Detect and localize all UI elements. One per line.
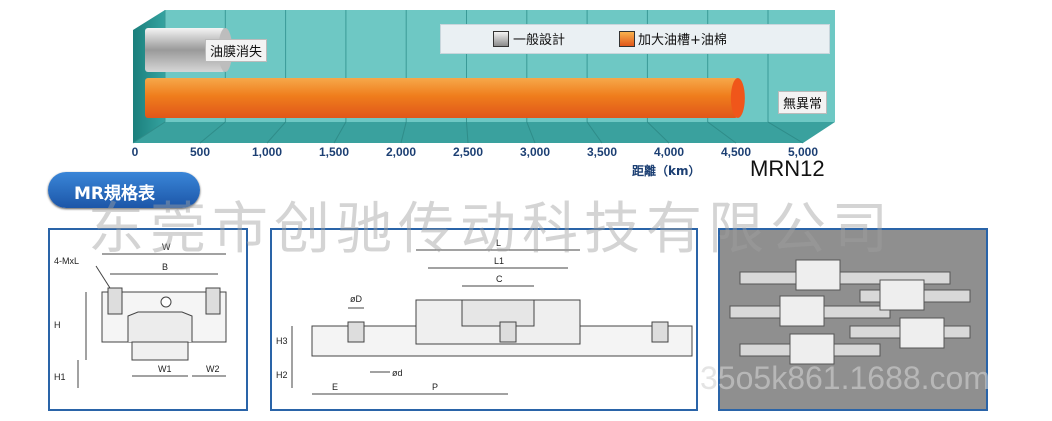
x-tick-label: 4,500: [720, 145, 752, 159]
grid-line-floor: [199, 121, 226, 144]
section-title-pill: MR規格表: [48, 172, 200, 208]
legend-label-enhanced: 加大油槽+油棉: [638, 33, 727, 48]
grid-line-floor: [586, 121, 603, 144]
x-tick-label: 1,000: [251, 145, 283, 159]
dim-B: B: [162, 262, 168, 272]
x-tick-label: 3,500: [586, 145, 618, 159]
legend-label-general: 一般設計: [513, 33, 566, 48]
chart-svg: [132, 10, 835, 144]
x-tick-label: 4,000: [653, 145, 685, 159]
annotation-oil-film-lost: 油膜消失: [205, 39, 268, 62]
side-view-drawing: L L1 C øD H3 H2 ød E P: [276, 238, 693, 395]
dim-W1: W1: [158, 364, 172, 374]
grid-line-floor: [526, 121, 536, 144]
x-tick-label: 5,000: [787, 145, 819, 159]
grid-line-floor: [767, 121, 804, 144]
x-axis-label: 距離（km）: [632, 164, 701, 178]
dim-4-MxL: 4-MxL: [54, 256, 79, 266]
dim-W2: W2: [206, 364, 220, 374]
grid-line-floor: [266, 121, 286, 144]
dim-oD: øD: [350, 294, 362, 304]
product-photo-panel: [718, 228, 988, 411]
x-tick-label: 2,000: [385, 145, 417, 159]
bar-1: [145, 78, 738, 118]
legend-swatch-general: [493, 31, 509, 47]
legend-swatch-enhanced: [619, 31, 635, 47]
product-photo: [720, 230, 986, 409]
x-tick-label: 0: [131, 145, 139, 159]
x-tick-label: 2,500: [452, 145, 484, 159]
front-view-drawing: W B 4-MxL H H1 W1 W2: [54, 242, 227, 388]
dim-C: C: [496, 274, 503, 284]
dim-H: H: [54, 320, 61, 330]
dim-H2: H2: [276, 370, 288, 380]
grid-line-floor: [707, 121, 737, 144]
dim-P: P: [432, 382, 438, 392]
annotation-no-abnormal: 無異常: [778, 91, 828, 114]
dim-od: ød: [392, 368, 403, 378]
front-view-panel: W B 4-MxL H H1 W1 W2: [48, 228, 248, 411]
dim-E: E: [332, 382, 338, 392]
x-tick-label: 1,500: [318, 145, 350, 159]
dim-H3: H3: [276, 336, 288, 346]
section-title: MR規格表: [74, 184, 156, 204]
grid-line-floor: [132, 121, 166, 144]
side-view-panel: L L1 C øD H3 H2 ød E P: [270, 228, 698, 411]
chart-floor: [133, 122, 835, 143]
x-tick-label: 500: [189, 145, 211, 159]
x-tick-label: 3,000: [519, 145, 551, 159]
grid-line-floor: [400, 121, 407, 144]
chart-title: MRN12: [750, 156, 825, 181]
dim-W: W: [162, 242, 171, 252]
chart-legend: 一般設計 加大油槽+油棉: [440, 24, 830, 54]
grid-line-floor: [333, 121, 347, 144]
dim-H1: H1: [54, 372, 66, 382]
dim-L: L: [496, 238, 501, 248]
dim-L1: L1: [494, 256, 504, 266]
bar-cap-1: [730, 78, 745, 118]
grid-line-floor: [647, 121, 670, 144]
grid-line-floor: [466, 121, 469, 144]
